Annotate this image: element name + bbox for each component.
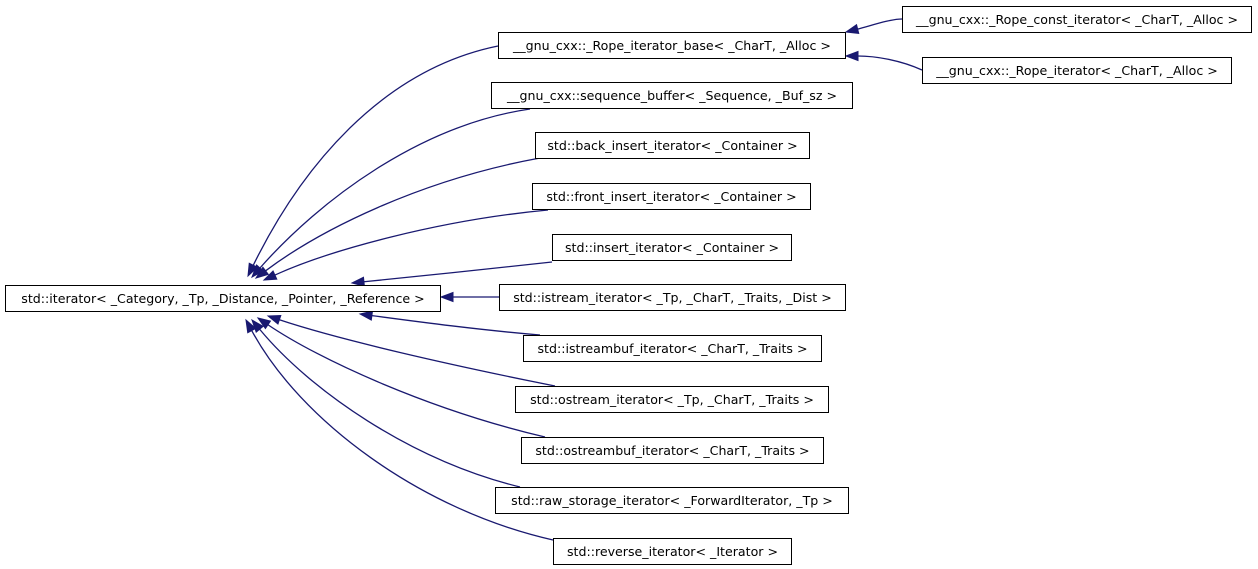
edge-line — [857, 55, 923, 71]
node-label: std::ostream_iterator< _Tp, _CharT, _Tra… — [530, 391, 814, 407]
edge-line — [265, 157, 541, 272]
edge-insert-to-root — [350, 261, 553, 287]
edge-line — [371, 314, 541, 336]
node-label: std::ostreambuf_iterator< _CharT, _Trait… — [535, 442, 810, 458]
node-sequence-buffer[interactable]: __gnu_cxx::sequence_buffer< _Sequence, _… — [491, 82, 853, 109]
arrowhead-icon — [266, 314, 282, 325]
node-rope-const-iterator[interactable]: __gnu_cxx::_Rope_const_iterator< _CharT,… — [902, 6, 1252, 33]
node-istream-iterator[interactable]: std::istream_iterator< _Tp, _CharT, _Tra… — [499, 284, 846, 311]
node-front-insert-iterator[interactable]: std::front_insert_iterator< _Container > — [532, 183, 811, 210]
edge-ostream-to-root — [266, 314, 556, 387]
node-raw-storage-iterator[interactable]: std::raw_storage_iterator< _ForwardItera… — [495, 487, 849, 514]
node-label: __gnu_cxx::sequence_buffer< _Sequence, _… — [506, 87, 838, 103]
node-label: std::reverse_iterator< _Iterator > — [566, 543, 779, 559]
edge-seq_buffer-to-root — [251, 108, 531, 279]
node-label: std::front_insert_iterator< _Container > — [546, 188, 797, 204]
edge-back_insert-to-root — [254, 157, 541, 279]
arrowhead-icon — [262, 270, 278, 281]
node-label: std::iterator< _Category, _Tp, _Distance… — [21, 290, 425, 306]
node-rope-iterator[interactable]: __gnu_cxx::_Rope_iterator< _CharT, _Allo… — [922, 57, 1232, 84]
edge-line — [279, 319, 556, 387]
node-istreambuf-iterator[interactable]: std::istreambuf_iterator< _CharT, _Trait… — [523, 335, 822, 362]
node-label: std::insert_iterator< _Container > — [564, 239, 780, 255]
edge-line — [252, 45, 499, 266]
node-ostream-iterator[interactable]: std::ostream_iterator< _Tp, _CharT, _Tra… — [515, 386, 829, 413]
edge-istreambuf-to-root — [358, 310, 541, 336]
arrowhead-icon — [844, 23, 860, 35]
edge-rope_const-to-rope_base — [844, 18, 903, 35]
edge-line — [259, 328, 521, 488]
node-std-iterator[interactable]: std::iterator< _Category, _Tp, _Distance… — [5, 285, 441, 312]
arrowhead-icon — [251, 318, 264, 333]
edge-line — [259, 108, 531, 269]
node-label: __gnu_cxx::_Rope_const_iterator< _CharT,… — [915, 11, 1238, 27]
arrowhead-icon — [254, 266, 270, 279]
node-label: std::istream_iterator< _Tp, _CharT, _Tra… — [513, 289, 832, 305]
edge-line — [267, 324, 546, 438]
edge-reverse-to-root — [245, 318, 554, 541]
arrowhead-icon — [247, 262, 259, 278]
node-ostreambuf-iterator[interactable]: std::ostreambuf_iterator< _CharT, _Trait… — [521, 437, 824, 464]
arrowhead-icon — [358, 310, 374, 321]
node-label: std::istreambuf_iterator< _CharT, _Trait… — [537, 340, 808, 356]
arrowhead-icon — [245, 318, 257, 334]
edge-istream-to-root — [439, 291, 499, 303]
edge-line — [857, 18, 903, 30]
node-label: std::raw_storage_iterator< _ForwardItera… — [511, 492, 833, 508]
edge-raw_storage-to-root — [251, 318, 521, 488]
edge-front_insert-to-root — [262, 209, 549, 281]
arrowhead-icon — [256, 317, 272, 330]
node-label: __gnu_cxx::_Rope_iterator_base< _CharT, … — [513, 37, 831, 53]
edge-ostreambuf-to-root — [256, 317, 546, 438]
node-back-insert-iterator[interactable]: std::back_insert_iterator< _Container > — [535, 132, 810, 159]
arrowhead-icon — [844, 50, 859, 62]
node-insert-iterator[interactable]: std::insert_iterator< _Container > — [552, 234, 792, 261]
arrowhead-icon — [350, 276, 365, 287]
edge-rope_base-to-root — [247, 45, 499, 278]
node-rope-iterator-base[interactable]: __gnu_cxx::_Rope_iterator_base< _CharT, … — [498, 32, 846, 59]
edge-line — [274, 209, 549, 276]
node-label: std::back_insert_iterator< _Container > — [547, 137, 798, 153]
edge-line — [251, 330, 554, 541]
arrowhead-icon — [251, 264, 265, 279]
node-label: __gnu_cxx::_Rope_iterator< _CharT, _Allo… — [936, 62, 1218, 78]
node-reverse-iterator[interactable]: std::reverse_iterator< _Iterator > — [553, 538, 792, 565]
edge-rope_iter-to-rope_base — [844, 50, 923, 71]
edge-line — [363, 261, 553, 283]
arrowhead-icon — [439, 291, 454, 303]
